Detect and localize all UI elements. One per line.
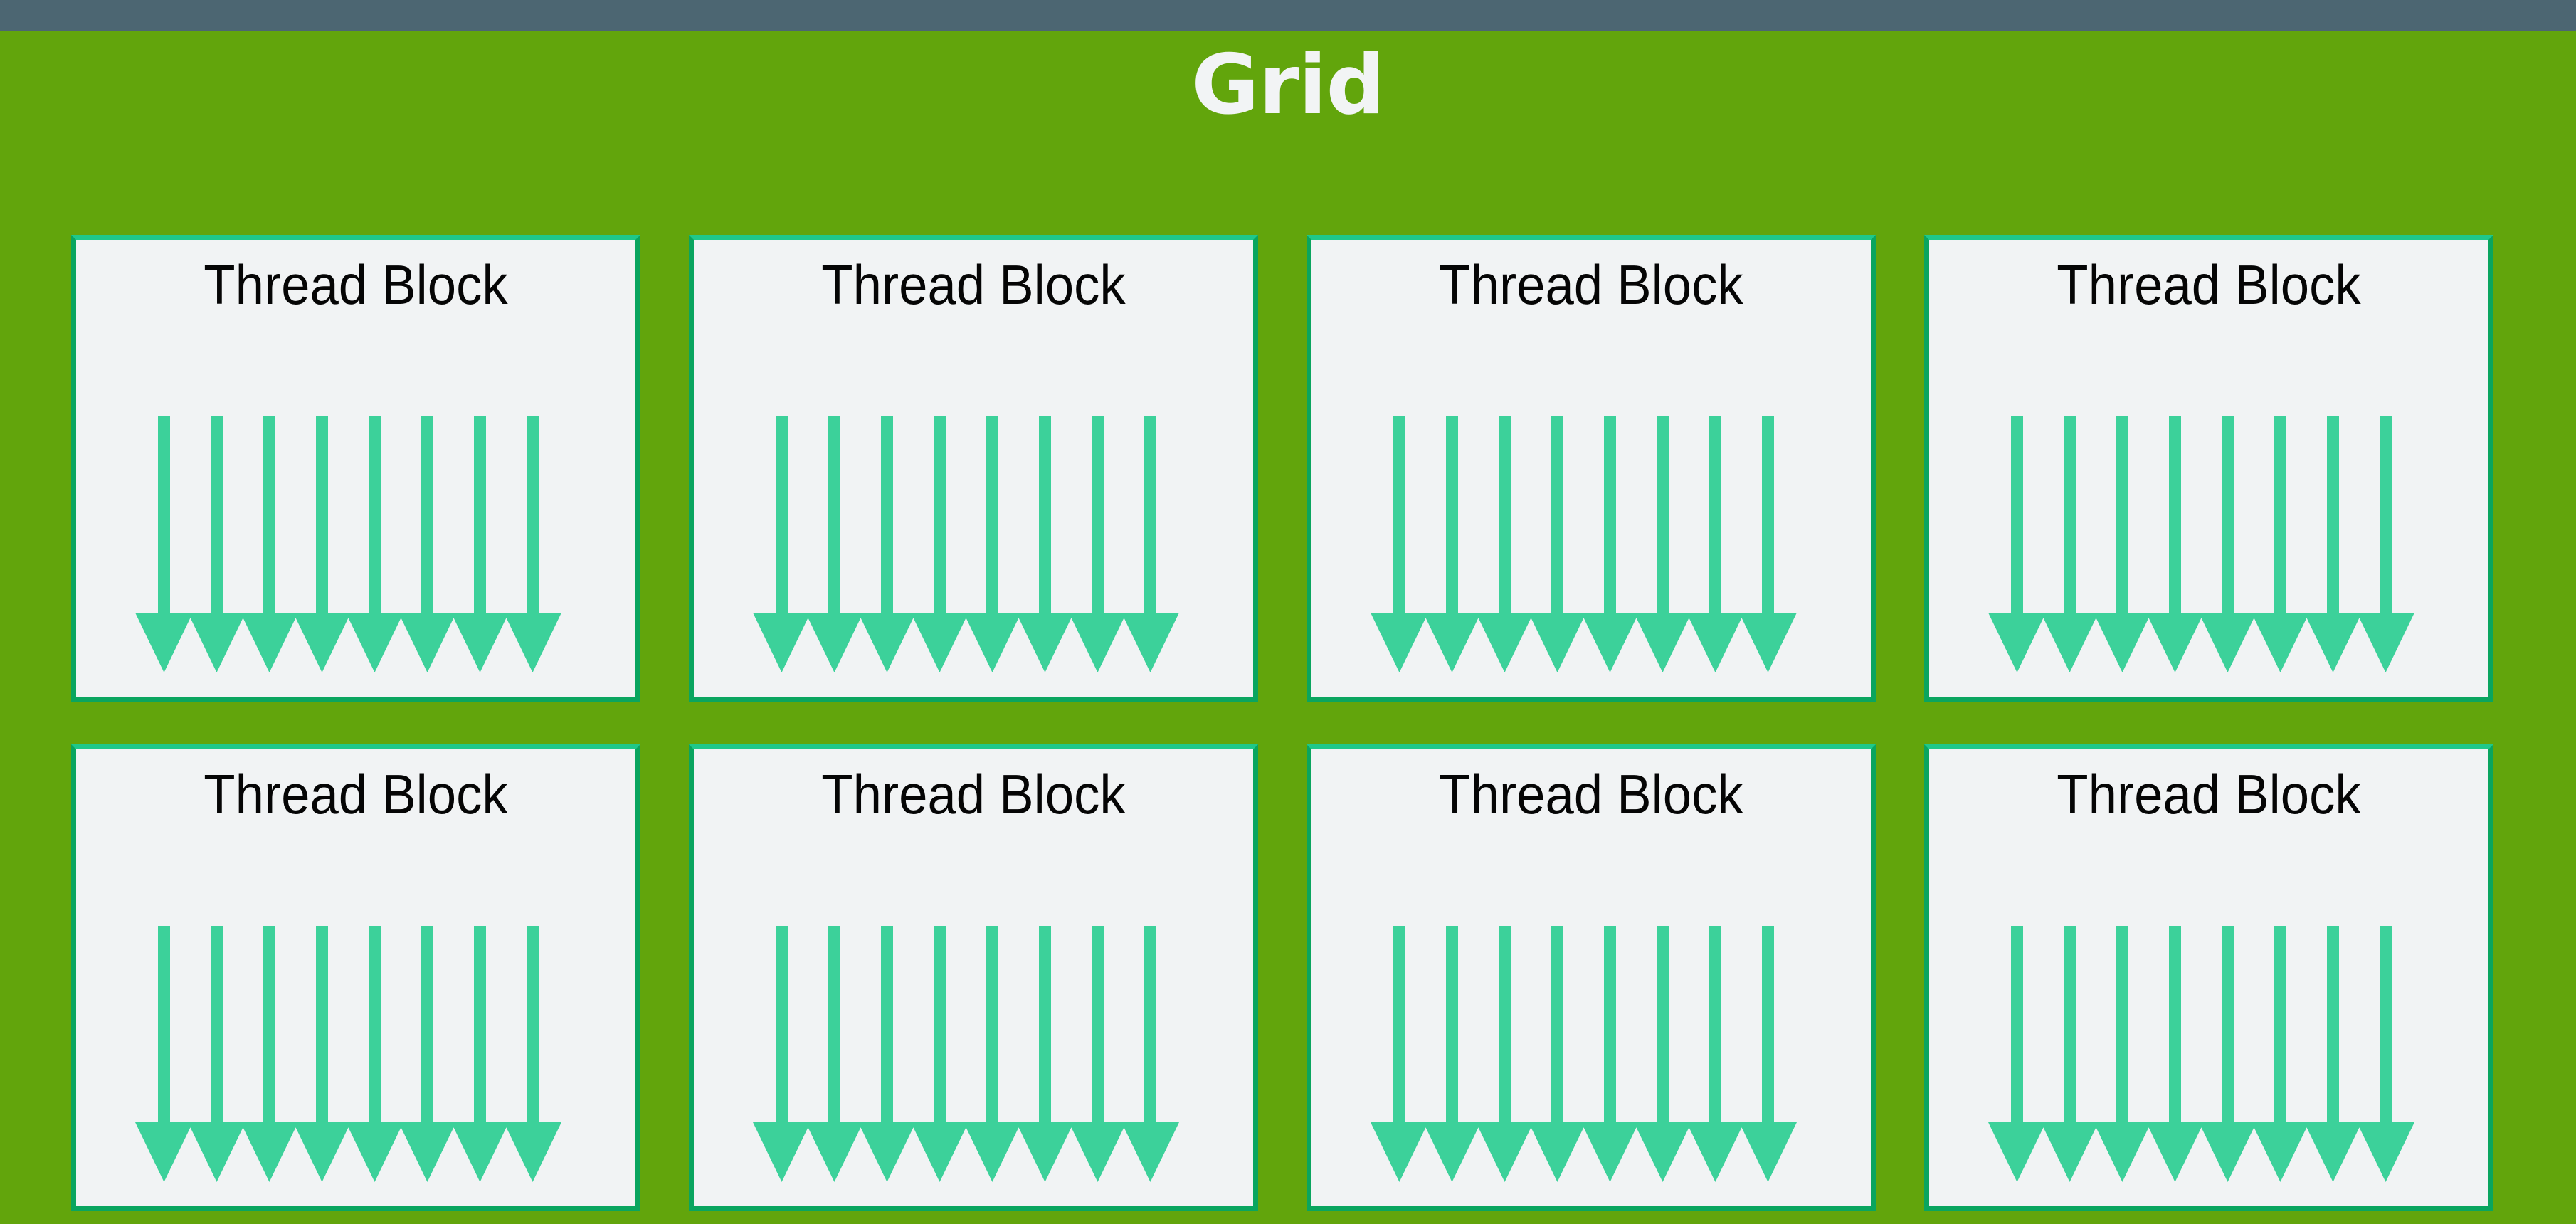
down-arrow-icon-group xyxy=(135,416,561,672)
down-arrow-icon xyxy=(858,416,916,672)
down-arrow-icon xyxy=(1476,416,1534,672)
down-arrow-icon xyxy=(2357,416,2414,672)
down-arrow-icon xyxy=(188,416,246,672)
down-arrow-icon-group xyxy=(1371,926,1797,1182)
down-arrow-icon xyxy=(2041,416,2099,672)
thread-block-label: Thread Block xyxy=(821,253,1126,316)
down-arrow-icon xyxy=(1423,926,1481,1182)
thread-block-label: Thread Block xyxy=(204,253,508,316)
thread-arrow-bundle xyxy=(76,926,635,1182)
down-arrow-icon-group xyxy=(1988,926,2414,1182)
down-arrow-icon xyxy=(1739,926,1797,1182)
down-arrow-icon xyxy=(2252,416,2309,672)
thread-block-label: Thread Block xyxy=(1439,253,1743,316)
down-arrow-icon xyxy=(1988,926,2046,1182)
down-arrow-icon xyxy=(451,416,509,672)
grid-container: Grid Thread Block xyxy=(0,31,2576,1224)
down-arrow-icon xyxy=(1121,926,1179,1182)
down-arrow-icon xyxy=(2094,926,2151,1182)
down-arrow-icon xyxy=(1069,926,1126,1182)
thread-block-r2c1[interactable]: Thread Block xyxy=(71,744,640,1211)
grid-title: Grid xyxy=(1191,37,1385,133)
down-arrow-icon xyxy=(1371,926,1428,1182)
down-arrow-icon xyxy=(398,926,456,1182)
down-arrow-icon xyxy=(241,416,298,672)
down-arrow-icon xyxy=(964,926,1021,1182)
thread-arrow-bundle xyxy=(1929,926,2488,1182)
down-arrow-icon xyxy=(451,926,509,1182)
down-arrow-icon xyxy=(2146,416,2204,672)
down-arrow-icon xyxy=(1016,926,1074,1182)
down-arrow-icon xyxy=(135,926,193,1182)
thread-arrow-bundle xyxy=(76,416,635,672)
thread-block-label: Thread Block xyxy=(2057,253,2361,316)
thread-arrow-bundle xyxy=(694,926,1253,1182)
down-arrow-icon xyxy=(753,416,811,672)
thread-block-label: Thread Block xyxy=(821,763,1126,825)
down-arrow-icon xyxy=(1581,926,1639,1182)
down-arrow-icon xyxy=(2357,926,2414,1182)
thread-block-r1c3[interactable]: Thread Block xyxy=(1307,235,1876,702)
down-arrow-icon xyxy=(806,926,863,1182)
down-arrow-icon xyxy=(346,926,403,1182)
down-arrow-icon xyxy=(135,416,193,672)
down-arrow-icon xyxy=(2304,926,2362,1182)
down-arrow-icon-group xyxy=(1371,416,1797,672)
thread-block-label: Thread Block xyxy=(2057,763,2361,825)
down-arrow-icon xyxy=(1988,416,2046,672)
down-arrow-icon xyxy=(1739,416,1797,672)
down-arrow-icon-group xyxy=(753,926,1179,1182)
thread-block-r1c2[interactable]: Thread Block xyxy=(689,235,1258,702)
down-arrow-icon xyxy=(2146,926,2204,1182)
down-arrow-icon xyxy=(858,926,916,1182)
down-arrow-icon xyxy=(293,416,351,672)
down-arrow-icon xyxy=(1069,416,1126,672)
down-arrow-icon xyxy=(2199,416,2256,672)
thread-block-r1c1[interactable]: Thread Block xyxy=(71,235,640,702)
down-arrow-icon xyxy=(911,926,968,1182)
down-arrow-icon xyxy=(2304,416,2362,672)
thread-block-label: Thread Block xyxy=(1439,763,1743,825)
window-chrome-bar xyxy=(0,0,2576,31)
down-arrow-icon xyxy=(2199,926,2256,1182)
down-arrow-icon xyxy=(911,416,968,672)
down-arrow-icon xyxy=(753,926,811,1182)
down-arrow-icon xyxy=(1686,926,1744,1182)
down-arrow-icon xyxy=(1529,416,1586,672)
down-arrow-icon xyxy=(1371,416,1428,672)
down-arrow-icon xyxy=(1634,416,1691,672)
thread-block-r2c2[interactable]: Thread Block xyxy=(689,744,1258,1211)
down-arrow-icon xyxy=(1121,416,1179,672)
down-arrow-icon xyxy=(1686,416,1744,672)
down-arrow-icon xyxy=(504,416,561,672)
down-arrow-icon xyxy=(504,926,561,1182)
thread-block-r2c3[interactable]: Thread Block xyxy=(1307,744,1876,1211)
down-arrow-icon-group xyxy=(753,416,1179,672)
thread-arrow-bundle xyxy=(694,416,1253,672)
thread-arrow-bundle xyxy=(1311,926,1871,1182)
down-arrow-icon xyxy=(241,926,298,1182)
down-arrow-icon xyxy=(293,926,351,1182)
down-arrow-icon-group xyxy=(135,926,561,1182)
down-arrow-icon xyxy=(1423,416,1481,672)
down-arrow-icon xyxy=(2094,416,2151,672)
thread-block-r2c4[interactable]: Thread Block xyxy=(1924,744,2493,1211)
down-arrow-icon xyxy=(398,416,456,672)
down-arrow-icon xyxy=(1476,926,1534,1182)
down-arrow-icon xyxy=(964,416,1021,672)
down-arrow-icon xyxy=(2252,926,2309,1182)
down-arrow-icon xyxy=(1634,926,1691,1182)
down-arrow-icon xyxy=(1016,416,1074,672)
down-arrow-icon xyxy=(806,416,863,672)
down-arrow-icon xyxy=(2041,926,2099,1182)
thread-block-r1c4[interactable]: Thread Block xyxy=(1924,235,2493,702)
down-arrow-icon xyxy=(1529,926,1586,1182)
down-arrow-icon xyxy=(188,926,246,1182)
thread-block-label: Thread Block xyxy=(204,763,508,825)
down-arrow-icon xyxy=(1581,416,1639,672)
thread-arrow-bundle xyxy=(1311,416,1871,672)
down-arrow-icon xyxy=(346,416,403,672)
thread-arrow-bundle xyxy=(1929,416,2488,672)
down-arrow-icon-group xyxy=(1988,416,2414,672)
